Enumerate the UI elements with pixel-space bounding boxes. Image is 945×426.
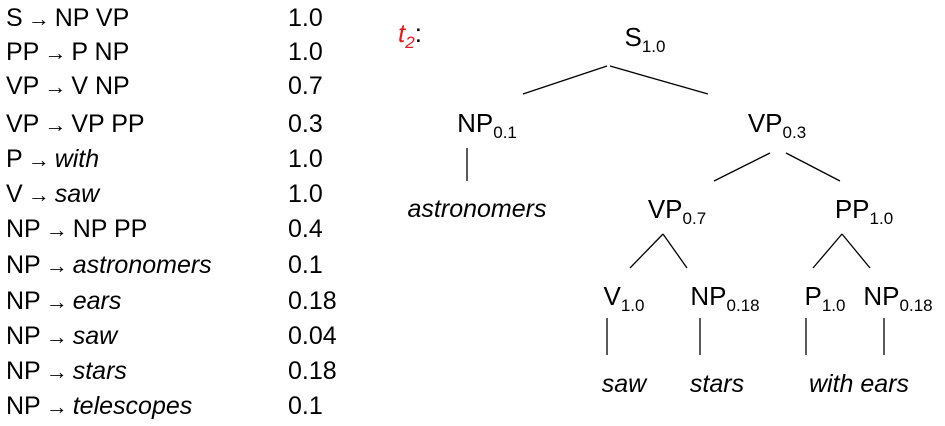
node-p: P1.0 — [804, 281, 846, 316]
grammar-rule: S→NP VP 1.0 — [6, 4, 323, 38]
grammar-rule: NP→stars 0.18 — [6, 357, 337, 391]
rule-rhs: V NP — [71, 72, 130, 100]
rule-lhs: VP — [6, 72, 40, 100]
node-vp-top: VP0.3 — [747, 108, 807, 143]
arrow-icon: → — [45, 324, 68, 349]
leaf-astronomers: astronomers — [407, 195, 547, 223]
edge-s-vp — [609, 65, 709, 95]
rule-probability: 0.18 — [288, 287, 337, 315]
tree-label-subscript: 2 — [405, 33, 415, 53]
grammar-rule: NP→telescopes 0.1 — [6, 392, 323, 426]
grammar-rule: VP→VP PP 0.3 — [6, 110, 323, 144]
leaf-with-ears: with ears — [808, 370, 910, 398]
rule-rhs: astronomers — [72, 251, 212, 279]
rule-probability: 1.0 — [288, 38, 323, 66]
arrow-icon: → — [27, 182, 50, 207]
arrow-icon: → — [27, 6, 50, 31]
rule-lhs: NP — [6, 215, 41, 243]
rule-rhs: NP VP — [54, 4, 130, 32]
leaf-saw: saw — [601, 370, 647, 398]
node-vp-inner: VP0.7 — [647, 194, 707, 229]
rule-lhs: NP — [6, 287, 41, 315]
rule-lhs: NP — [6, 322, 41, 350]
rule-rhs: stars — [72, 357, 127, 385]
leaf-stars: stars — [689, 370, 745, 398]
rule-probability: 0.1 — [288, 392, 323, 420]
arrow-icon: → — [45, 217, 68, 242]
edge-vp-vp — [713, 152, 771, 182]
arrow-icon: → — [44, 74, 67, 99]
rule-lhs: VP — [6, 110, 40, 138]
rule-rhs: telescopes — [72, 392, 193, 420]
rule-lhs: NP — [6, 392, 41, 420]
node-np-subject: NP0.1 — [457, 108, 517, 143]
node-np-object: NP0.18 — [690, 281, 760, 316]
rule-probability: 1.0 — [288, 180, 323, 208]
rule-lhs: PP — [6, 38, 40, 66]
edge-pp-np — [841, 233, 871, 269]
rule-rhs: saw — [72, 322, 118, 350]
grammar-rule: V→saw 1.0 — [6, 180, 323, 214]
tree-label-name: t — [398, 18, 406, 48]
arrow-icon: → — [44, 40, 67, 65]
rule-rhs: ears — [72, 287, 122, 315]
rule-lhs: S — [6, 4, 23, 32]
rule-probability: 1.0 — [288, 4, 323, 32]
edge-s-np — [522, 65, 608, 95]
rule-probability: 0.4 — [288, 215, 323, 243]
rule-rhs: VP PP — [71, 110, 145, 138]
grammar-rule: NP→ears 0.18 — [6, 287, 337, 321]
grammar-rule: P→with 1.0 — [6, 145, 323, 179]
rule-probability: 0.3 — [288, 110, 323, 138]
rule-lhs: V — [6, 180, 23, 208]
rule-rhs: with — [54, 145, 100, 173]
rule-probability: 0.1 — [288, 251, 323, 279]
rule-lhs: NP — [6, 251, 41, 279]
arrow-icon: → — [45, 359, 68, 384]
edge-vp-pp — [785, 152, 841, 182]
node-s: S1.0 — [624, 22, 666, 57]
node-np-pp-object: NP0.18 — [863, 281, 933, 316]
rule-probability: 0.04 — [288, 322, 337, 350]
rule-lhs: NP — [6, 357, 41, 385]
arrow-icon: → — [45, 394, 68, 419]
node-pp: PP1.0 — [834, 194, 894, 229]
node-v: V1.0 — [603, 281, 645, 316]
tree-label-colon: : — [414, 18, 422, 48]
arrow-icon: → — [27, 147, 50, 172]
grammar-rule: NP→NP PP 0.4 — [6, 215, 323, 249]
grammar-rule: NP→saw 0.04 — [6, 322, 337, 356]
grammar-rule: NP→astronomers 0.1 — [6, 251, 323, 285]
rule-lhs: P — [6, 145, 23, 173]
grammar-rule: VP→V NP 0.7 — [6, 72, 323, 106]
grammar-rule: PP→P NP 1.0 — [6, 38, 323, 72]
rule-rhs: P NP — [71, 38, 130, 66]
edge-pp-p — [812, 233, 843, 269]
edge-vp-np — [662, 233, 688, 269]
rule-probability: 0.7 — [288, 72, 323, 100]
rule-probability: 0.18 — [288, 357, 337, 385]
arrow-icon: → — [45, 253, 68, 278]
rule-rhs: NP PP — [72, 215, 148, 243]
rule-probability: 1.0 — [288, 145, 323, 173]
arrow-icon: → — [45, 289, 68, 314]
tree-label: t2: — [398, 18, 422, 53]
edge-vp-v — [629, 233, 664, 269]
arrow-icon: → — [44, 112, 67, 137]
rule-rhs: saw — [54, 180, 100, 208]
